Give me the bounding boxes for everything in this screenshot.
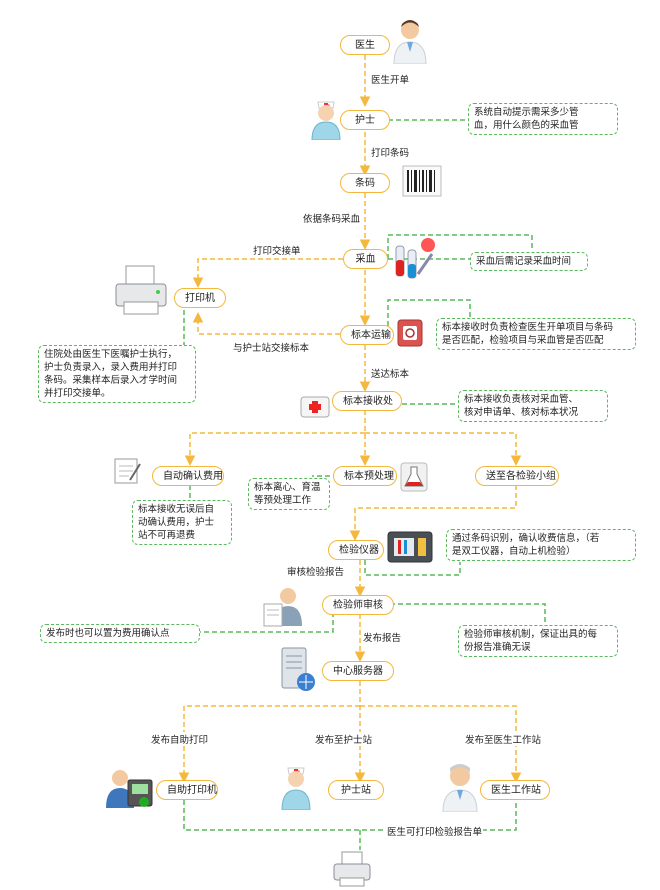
edge-label-publish-report: 发布报告 xyxy=(362,630,403,644)
node-nurse-station: 护士站 xyxy=(328,780,384,800)
note-confirm: 标本接收无误后自 动确认费用，护士 站不可再退费 xyxy=(132,500,232,545)
edge-label-deliver: 送达标本 xyxy=(370,366,411,380)
edge-label-publish-doctor: 发布至医生工作站 xyxy=(464,732,543,746)
edge-label-print-handover: 打印交接单 xyxy=(252,243,302,257)
printer-icon xyxy=(115,265,167,315)
doctor-icon xyxy=(393,20,427,64)
note-pretreat: 标本离心、育温 等预处理工作 xyxy=(248,478,330,510)
nurse-icon xyxy=(311,101,341,140)
barcode-icon xyxy=(402,165,442,197)
edge-label-doctor-order: 医生开单 xyxy=(370,72,411,86)
nurse-icon xyxy=(281,767,311,810)
edge-label-publish-self: 发布自助打印 xyxy=(150,732,210,746)
node-doctor-station: 医生工作站 xyxy=(480,780,550,800)
node-nurse: 护士 xyxy=(340,110,390,130)
note-nurse: 系统自动提示需采多少管 血，用什么颜色的采血管 xyxy=(468,103,618,135)
note-inpatient: 住院处由医生下医嘱护士执行， 护士负责录入，录入费用并打印 条码。采集样本后录入… xyxy=(38,345,196,403)
node-transport: 标本运输 xyxy=(340,325,394,345)
instrument-icon xyxy=(387,531,433,563)
note-reception: 标本接收负责核对采血管、 核对申请单、核对标本状况 xyxy=(458,390,608,422)
first-aid-icon xyxy=(300,396,330,418)
server-icon xyxy=(281,647,315,691)
node-review: 检验师审核 xyxy=(322,595,394,615)
blood-tubes-icon xyxy=(395,238,435,279)
node-auto-confirm: 自动确认费用 xyxy=(152,466,224,486)
printer-icon xyxy=(333,851,371,887)
node-reception: 标本接收处 xyxy=(332,391,402,411)
node-barcode: 条码 xyxy=(340,173,390,193)
node-pretreat: 标本预处理 xyxy=(333,466,397,486)
kiosk-icon xyxy=(106,770,153,808)
note-instrument: 通过条码识别，确认收费信息，（若 是双工仪器，自动上机检验） xyxy=(446,529,636,561)
node-send-groups: 送至各检验小组 xyxy=(475,466,559,486)
node-self-print: 自助打印机 xyxy=(156,780,218,800)
edge-label-publish-nurse: 发布至护士站 xyxy=(314,732,374,746)
note-transport: 标本接收时负责检查医生开单项目与条码 是否匹配，检验项目与采血管是否匹配 xyxy=(436,318,636,350)
node-blood-draw: 采血 xyxy=(343,249,388,269)
note-confirm-point: 发布时也可以置为费用确认点 xyxy=(40,624,200,643)
edge-label-print-barcode: 打印条码 xyxy=(370,145,411,159)
node-printer: 打印机 xyxy=(174,288,226,308)
node-instrument: 检验仪器 xyxy=(328,540,384,560)
note-review: 检验师审核机制，保证出具的每 份报告准确无误 xyxy=(458,625,618,657)
node-doctor: 医生 xyxy=(340,35,390,55)
notepad-icon xyxy=(114,458,141,484)
edge-label-handover-station: 与护士站交接标本 xyxy=(232,340,311,354)
edge-label-draw-by-barcode: 依据条码采血 xyxy=(302,211,362,225)
edge-label-doctor-print: 医生可打印检验报告单 xyxy=(386,824,484,838)
edge-label-review-report: 审核检验报告 xyxy=(286,564,346,578)
flask-icon xyxy=(400,462,428,492)
node-server: 中心服务器 xyxy=(322,661,394,681)
doctor-station-icon xyxy=(442,764,478,812)
box-icon xyxy=(397,319,423,347)
reviewer-icon xyxy=(263,588,302,627)
note-draw-time: 采血后需记录采血时间 xyxy=(470,252,588,271)
